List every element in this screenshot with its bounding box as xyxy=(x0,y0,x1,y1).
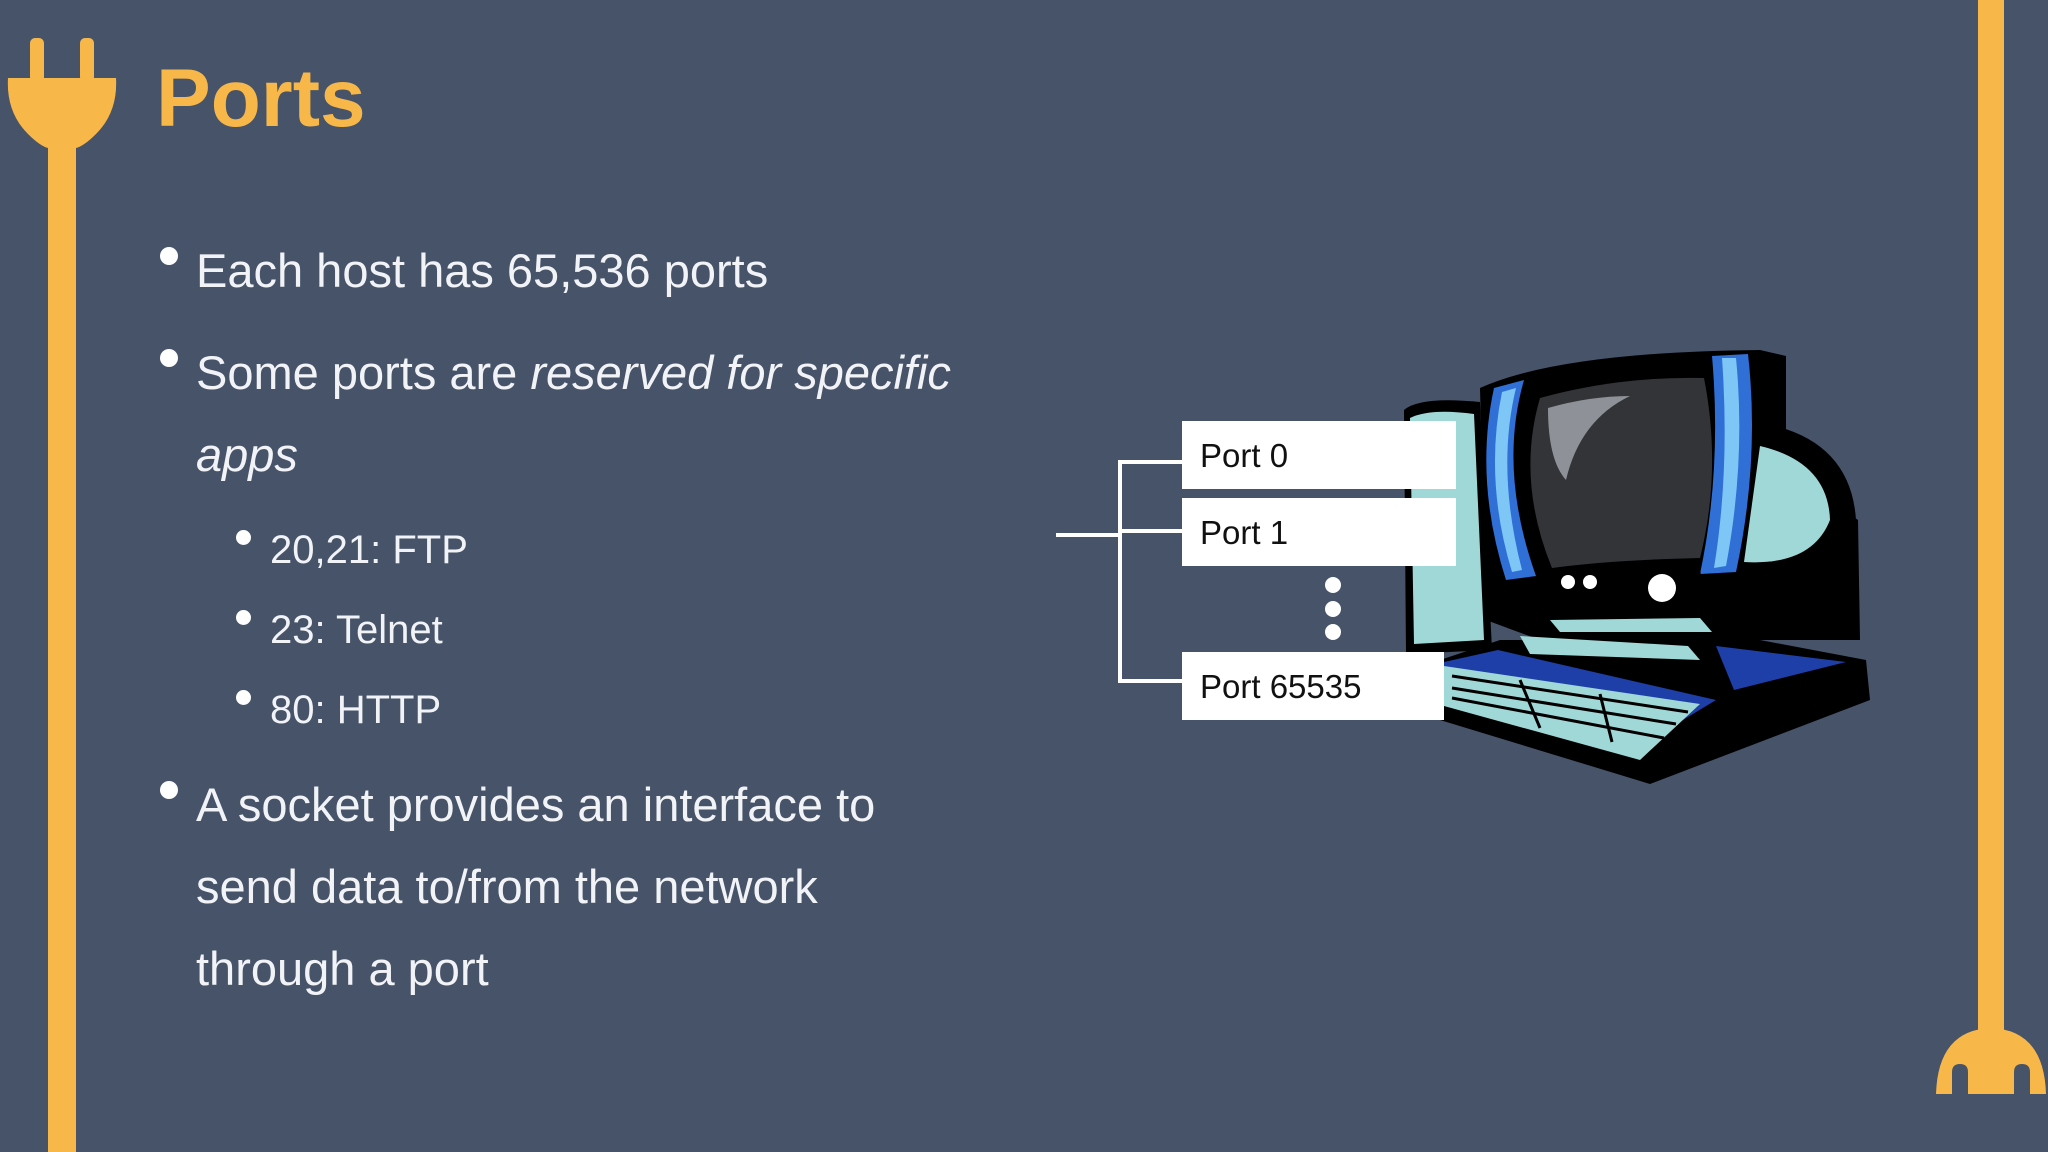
bullet-text: A socket provides an interface to xyxy=(196,778,876,831)
port-box: Port 0 xyxy=(1182,421,1456,489)
bullet-item: A socket provides an interface to send d… xyxy=(158,764,1058,1010)
bullet-text: Some ports are xyxy=(196,346,531,399)
port-label: Port 65535 xyxy=(1200,668,1361,705)
bullet-text: send data to/from the network xyxy=(196,860,818,913)
port-label: Port 1 xyxy=(1200,514,1288,551)
computer-clipart-icon xyxy=(1404,350,1870,784)
bullet-item: Each host has 65,536 ports xyxy=(158,230,1058,312)
slide-title: Ports xyxy=(156,53,366,144)
connector-lines xyxy=(1056,460,1182,683)
left-cord xyxy=(48,130,76,1152)
bullet-text: Each host has 65,536 ports xyxy=(196,244,769,297)
sub-bullet-item: 80: HTTP xyxy=(158,670,1058,750)
bullet-text-italic: apps xyxy=(196,428,298,481)
bullet-item: Some ports are reserved for specific app… xyxy=(158,332,1058,496)
port-box: Port 1 xyxy=(1182,498,1456,566)
sub-bullet-item: 20,21: FTP xyxy=(158,510,1058,590)
bullet-text-italic: reserved for specific xyxy=(530,346,951,399)
power-plug-icon xyxy=(7,38,117,158)
bullet-text: through a port xyxy=(196,942,489,995)
bullet-list: Each host has 65,536 ports Some ports ar… xyxy=(158,230,1058,1030)
ellipsis-dots xyxy=(1325,577,1341,640)
power-plug-icon xyxy=(1936,1028,2046,1094)
port-box: Port 65535 xyxy=(1182,652,1444,720)
port-label: Port 0 xyxy=(1200,437,1288,474)
right-cord xyxy=(1978,0,2004,1032)
sub-bullet-list: 20,21: FTP 23: Telnet 80: HTTP xyxy=(158,510,1058,750)
sub-bullet-item: 23: Telnet xyxy=(158,590,1058,670)
